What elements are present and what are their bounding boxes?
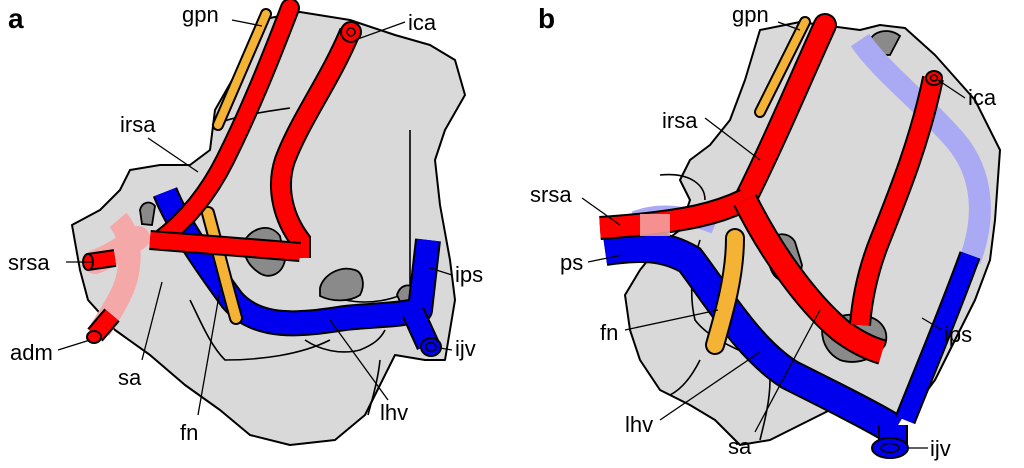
panel-b-ica-opening — [925, 70, 943, 86]
panel-a-bone-ridge — [304, 329, 386, 353]
panel-a-label-sa: sa — [118, 365, 142, 390]
panel-b-ijv-opening — [880, 442, 900, 454]
panel-a-label-ips: ips — [455, 262, 483, 287]
panel-a-cavity — [139, 201, 156, 226]
panel-b-faded-vein — [850, 33, 991, 264]
panel-a-arteries — [149, 0, 361, 262]
panel-a-label-irsa: irsa — [120, 112, 156, 137]
panel-a-ijv-opening — [425, 341, 437, 353]
panel-b-bone-ridge — [669, 359, 701, 396]
panel-a: a gpn ica irsa srsa adm sa fn lhv ips ij… — [8, 0, 483, 446]
panel-b-label-irsa: irsa — [662, 108, 698, 133]
panel-b-label-lhv: lhv — [625, 412, 653, 437]
panel-a-gpn — [214, 10, 270, 129]
panel-b: b gpn ica irsa srsa ps fn lhv sa ips ijv — [530, 2, 1001, 461]
panel-a-bone-ridge — [367, 359, 381, 416]
panel-a-label-fn: fn — [180, 420, 198, 445]
panel-b-label-ips: ips — [944, 322, 972, 347]
panel-a-adm-opening — [86, 330, 102, 344]
panel-b-arteries — [599, 13, 944, 365]
panel-a-label-gpn: gpn — [182, 2, 219, 27]
panel-b-label-ps: ps — [560, 250, 583, 275]
panel-b-faded-overlap — [640, 214, 670, 236]
panel-b-label-fn: fn — [600, 320, 618, 345]
panel-b-ijv-opening — [871, 437, 909, 459]
panel-a-ijv-opening — [420, 337, 442, 357]
panel-a-cavity — [319, 267, 364, 302]
panel-a-letter: a — [8, 3, 24, 34]
panel-b-label-ijv: ijv — [930, 436, 951, 461]
panel-b-ips — [896, 251, 979, 424]
panel-b-ica-opening — [929, 74, 939, 82]
panel-a-bone-ridge — [189, 299, 331, 361]
panel-a-label-adm: adm — [10, 340, 53, 365]
panel-b-label-ica: ica — [968, 85, 997, 110]
panel-a-label-ijv: ijv — [455, 336, 476, 361]
panel-a-ica-opening — [340, 21, 362, 43]
panel-a-label-ica: ica — [408, 10, 437, 35]
panel-b-label-srsa: srsa — [530, 182, 572, 207]
panel-a-label-lhv: lhv — [380, 400, 408, 425]
panel-b-letter: b — [538, 3, 555, 34]
panel-a-leaders — [57, 19, 453, 416]
panel-a-label-srsa: srsa — [8, 250, 50, 275]
panel-a-fn — [203, 208, 241, 323]
panel-b-lhv — [603, 233, 903, 443]
panel-b-gpn — [756, 18, 809, 116]
panel-b-label-sa: sa — [728, 434, 752, 459]
panel-b-leaders — [581, 21, 966, 449]
panel-b-bone-ridge — [659, 173, 706, 201]
panel-b-fn — [707, 230, 743, 353]
panel-a-ica-opening — [346, 27, 356, 37]
panel-b-label-gpn: gpn — [732, 2, 769, 27]
